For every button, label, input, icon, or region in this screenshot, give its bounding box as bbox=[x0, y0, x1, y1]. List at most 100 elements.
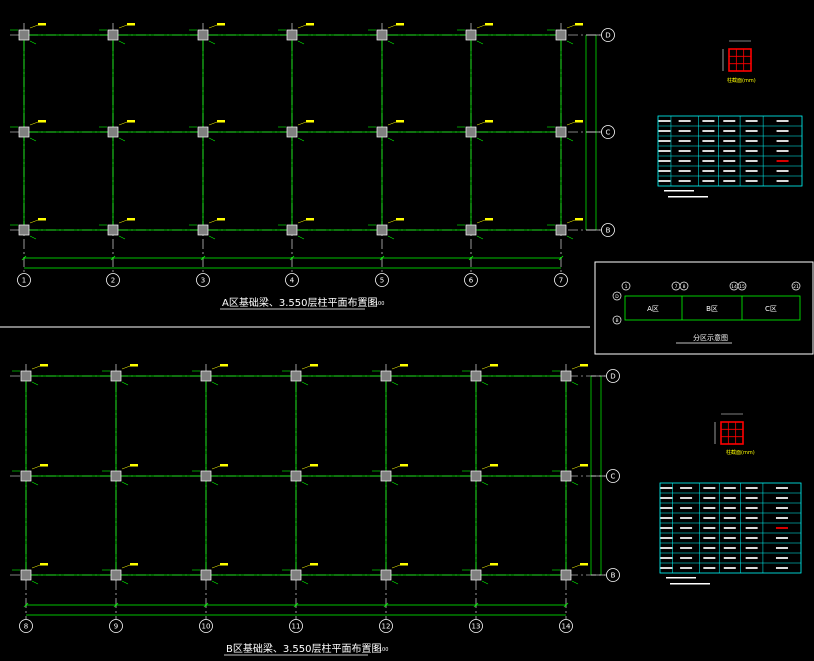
plan-a-column-leader bbox=[297, 40, 305, 45]
plan-b-column bbox=[110, 569, 122, 581]
table-cell-text bbox=[678, 150, 691, 152]
table-cell-text bbox=[775, 527, 788, 529]
plan-b-dimension-tick bbox=[473, 602, 479, 608]
table-cell-text bbox=[678, 170, 691, 172]
plan-b-column-leader bbox=[31, 381, 39, 386]
plan-a-column-tag-leader bbox=[387, 219, 397, 224]
plan-a-row-axis-label: B bbox=[606, 227, 611, 235]
zone-axis-bubble bbox=[679, 281, 689, 291]
plan-b-axis-bubble bbox=[19, 619, 33, 633]
plan-a-row-axis-bubble bbox=[601, 28, 615, 42]
table-cell-text bbox=[702, 120, 715, 122]
plan-b-column-leader bbox=[211, 381, 219, 386]
plan-a-column-tag-leader bbox=[566, 24, 576, 29]
table-cell-text bbox=[723, 130, 736, 132]
plan-b-dimension-tick bbox=[203, 602, 209, 608]
table-frame bbox=[657, 115, 803, 187]
table-cell-text bbox=[658, 180, 671, 182]
plan-a-column-tag-leader bbox=[297, 121, 307, 126]
plan-a-column-tag bbox=[485, 218, 493, 221]
plan-b-scale: 1:100 bbox=[374, 647, 389, 653]
table-cell-text bbox=[660, 507, 673, 509]
plan-b-column-tag bbox=[580, 464, 588, 467]
zone-axis-bubble bbox=[621, 281, 631, 291]
table-cell-text bbox=[775, 557, 788, 559]
table-cell-text bbox=[660, 537, 673, 539]
table-cell-text bbox=[680, 537, 693, 539]
table-cell-text bbox=[680, 557, 693, 559]
table-cell-text bbox=[702, 160, 715, 162]
plan-b-column-tag bbox=[490, 464, 498, 467]
plan-a-column-leader bbox=[387, 235, 395, 240]
plan-a-axis-bubble bbox=[106, 273, 120, 287]
plan-a-column-tag bbox=[38, 218, 46, 221]
plan-b-column-tag bbox=[400, 563, 408, 566]
plan-a-column-tag bbox=[38, 120, 46, 123]
table-cell-text bbox=[702, 130, 715, 132]
plan-b-column-leader bbox=[31, 481, 39, 486]
plan-a-column-tag-leader bbox=[476, 121, 486, 126]
plan-a-column-leader bbox=[566, 40, 574, 45]
plan-b-column bbox=[290, 370, 302, 382]
column-detail-a-caption: 柱截面(mm) bbox=[727, 78, 756, 84]
column-detail-section bbox=[720, 421, 744, 445]
table-cell-text bbox=[723, 150, 736, 152]
table-cell-text bbox=[775, 567, 788, 569]
table-cell-text bbox=[660, 527, 673, 529]
table-cell-text bbox=[678, 130, 691, 132]
plan-b-column-tag-leader bbox=[571, 564, 581, 569]
plan-a-column-tag bbox=[396, 120, 404, 123]
plan-b-column-leader bbox=[301, 481, 309, 486]
table-cell-text bbox=[745, 170, 758, 172]
plan-a-axis-bubble bbox=[17, 273, 31, 287]
plan-b-column-tag bbox=[310, 364, 318, 367]
plan-b-column-leader bbox=[301, 580, 309, 585]
plan-a-column-tag-leader bbox=[208, 121, 218, 126]
plan-b-column bbox=[560, 569, 572, 581]
table-cell-text bbox=[775, 497, 788, 499]
plan-b-column-tag bbox=[310, 563, 318, 566]
plan-a-column-leader bbox=[297, 137, 305, 142]
plan-a-column-tag-leader bbox=[118, 219, 128, 224]
plan-b-column-tag bbox=[130, 563, 138, 566]
table-cell-text bbox=[745, 527, 758, 529]
table-cell-text bbox=[660, 517, 673, 519]
plan-b-column-tag-leader bbox=[121, 465, 131, 470]
plan-b-column-tag bbox=[400, 464, 408, 467]
table-cell-text bbox=[723, 537, 736, 539]
plan-b-column-tag bbox=[40, 364, 48, 367]
plan-a-column-tag bbox=[485, 120, 493, 123]
plan-a-column-leader bbox=[476, 40, 484, 45]
table-cell-text bbox=[678, 180, 691, 182]
plan-b-column-leader bbox=[211, 481, 219, 486]
plan-b-column-leader bbox=[391, 580, 399, 585]
plan-b-dimension-tick bbox=[23, 602, 29, 608]
plan-b-row-axis-label: B bbox=[611, 572, 616, 580]
table-cell-text bbox=[702, 170, 715, 172]
plan-a-column-tag bbox=[306, 23, 314, 26]
table-a-note bbox=[664, 190, 694, 192]
plan-a-column-leader bbox=[208, 40, 216, 45]
plan-a-column-tag bbox=[127, 120, 135, 123]
table-a-note bbox=[668, 196, 708, 198]
table-cell-text bbox=[658, 130, 671, 132]
plan-a-column-tag-leader bbox=[476, 219, 486, 224]
table-cell-text bbox=[745, 140, 758, 142]
table-cell-text bbox=[723, 140, 736, 142]
column-detail-section bbox=[728, 48, 752, 72]
table-cell-text bbox=[703, 547, 716, 549]
plan-b-column-leader bbox=[31, 580, 39, 585]
plan-a-column bbox=[555, 224, 567, 236]
table-cell-text bbox=[723, 507, 736, 509]
table-cell-text bbox=[658, 160, 671, 162]
plan-a-dimension-tick bbox=[468, 255, 474, 261]
plan-a-axis-bubble bbox=[554, 273, 568, 287]
plan-a-axis-label: 7 bbox=[559, 277, 563, 285]
table-cell-text bbox=[745, 537, 758, 539]
table-cell-text bbox=[745, 150, 758, 152]
plan-b-column-tag bbox=[400, 364, 408, 367]
plan-b-column-tag-leader bbox=[31, 365, 41, 370]
table-cell-text bbox=[703, 527, 716, 529]
plan-a-column-leader bbox=[476, 235, 484, 240]
plan-a-column-leader bbox=[566, 235, 574, 240]
